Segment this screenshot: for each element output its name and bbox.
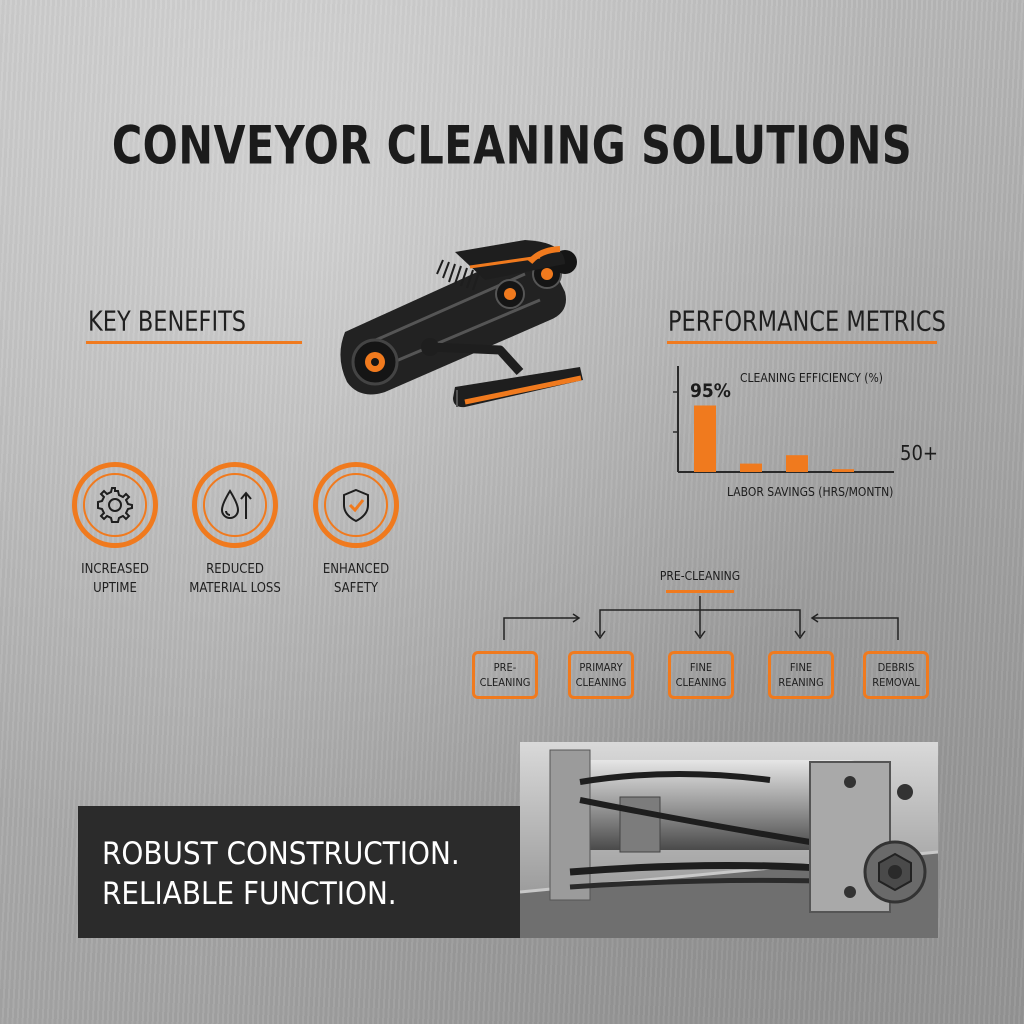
chart-title: CLEANING EFFICIENCY (%) xyxy=(740,371,883,385)
process-top-rule xyxy=(666,590,734,593)
equipment-photo xyxy=(520,742,938,938)
key-benefits-rule xyxy=(86,341,302,344)
shield-check-icon xyxy=(343,488,369,523)
process-step-pre-cleaning: PRE-CLEANING xyxy=(472,651,538,699)
benefit-uptime xyxy=(72,462,158,548)
water-drop-arrow-icon xyxy=(220,489,252,519)
performance-chart xyxy=(673,366,894,473)
page-title: CONVEYOR CLEANING SOLUTIONS xyxy=(111,113,913,177)
labor-savings-value: 50+ xyxy=(900,441,938,465)
chart-bar-1 xyxy=(694,405,716,472)
efficiency-value: 95% xyxy=(690,380,731,402)
key-benefits-heading: KEY BENEFITS xyxy=(88,305,247,337)
process-top-label: PRE-CLEANING xyxy=(659,569,741,583)
gear-icon xyxy=(97,487,133,523)
performance-rule xyxy=(667,341,937,344)
banner-line-1: ROBUST CONSTRUCTION. xyxy=(102,836,460,872)
chart-bar-3 xyxy=(786,455,808,472)
conveyor-cleaner-illustration xyxy=(340,240,583,408)
chart-bar-2 xyxy=(740,463,762,472)
chart-x-label: LABOR SAVINGS (HRS/MONTN) xyxy=(727,485,894,499)
benefit-material-loss xyxy=(192,462,278,548)
performance-heading: PERFORMANCE METRICS xyxy=(668,305,946,337)
banner-line-2: RELIABLE FUNCTION. xyxy=(102,876,397,912)
benefit-safety xyxy=(313,462,399,548)
chart-bar-4 xyxy=(832,469,854,472)
process-arrows xyxy=(503,596,899,640)
banner-background xyxy=(78,806,552,938)
